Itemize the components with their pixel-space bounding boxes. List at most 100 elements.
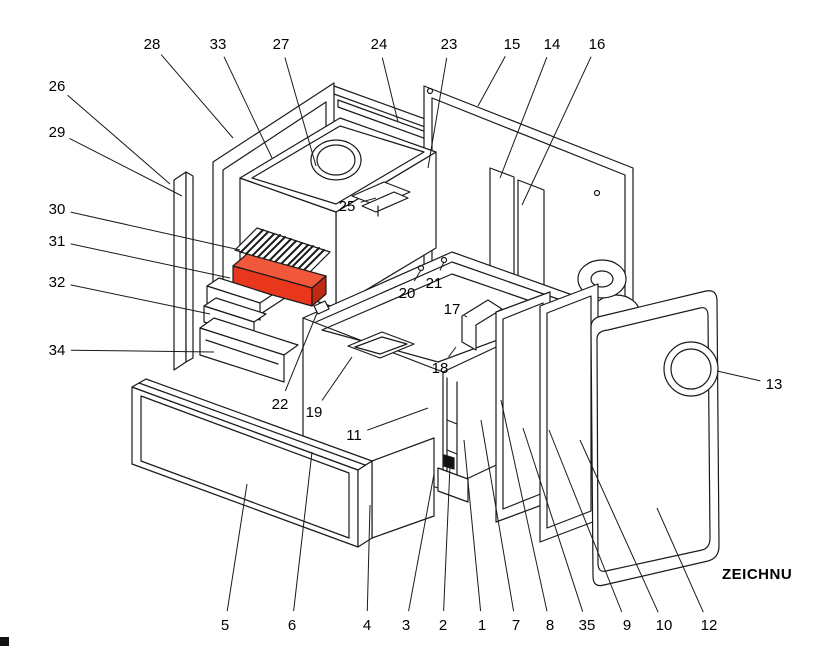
leader-line-part-31 [70, 243, 231, 279]
part-label-15: 15 [504, 36, 521, 53]
leader-line-part-10 [579, 439, 659, 613]
page-corner-mark [0, 637, 9, 646]
part-label-29: 29 [49, 124, 66, 141]
part-label-18: 18 [432, 360, 449, 377]
leader-line-part-13 [716, 370, 761, 382]
floor-unit-inner [354, 336, 408, 355]
leader-line-part-8 [500, 399, 548, 612]
part-label-33: 33 [210, 36, 227, 53]
door-knob-inner [670, 348, 712, 390]
part-label-4: 4 [363, 617, 371, 634]
small-drawer-line [205, 339, 279, 365]
hotplate-hole-outer [310, 139, 362, 181]
leader-line-part-26 [67, 94, 171, 185]
leader-line-part-30 [70, 211, 241, 251]
leader-line-part-17 [464, 315, 468, 318]
leader-line-part-2 [443, 465, 451, 612]
seal-strip-side [185, 171, 194, 363]
part-label-20: 20 [399, 285, 416, 302]
part-label-25: 25 [339, 198, 356, 215]
latch-block [443, 454, 455, 470]
part-label-9: 9 [623, 617, 631, 634]
leader-line-part-23 [427, 57, 448, 169]
part-label-26: 26 [49, 78, 66, 95]
part-label-5: 5 [221, 617, 229, 634]
part-label-21: 21 [426, 275, 443, 292]
part-label-14: 14 [544, 36, 561, 53]
leader-line-part-9 [548, 429, 623, 613]
air-lever [313, 300, 330, 315]
leader-line-part-7 [480, 419, 515, 612]
seal-strip-front [173, 171, 187, 371]
leader-line-part-15 [477, 56, 506, 107]
leader-line-part-35 [522, 427, 584, 612]
small-drawer-front [199, 327, 285, 383]
drawing-title: ZEICHNU [722, 566, 792, 583]
leader-line-part-25 [360, 197, 377, 203]
part-label-1: 1 [478, 617, 486, 634]
part-label-16: 16 [589, 36, 606, 53]
part-label-17: 17 [444, 301, 461, 318]
base-foot [437, 467, 469, 503]
part-label-7: 7 [512, 617, 520, 634]
part-label-27: 27 [273, 36, 290, 53]
door-panel [590, 290, 720, 587]
part-label-30: 30 [49, 201, 66, 218]
drawer-end-cap [357, 460, 373, 548]
part-label-3: 3 [402, 617, 410, 634]
leader-line-part-14 [499, 56, 548, 179]
drawer-rail-line [138, 382, 366, 466]
part-label-31: 31 [49, 233, 66, 250]
middle-back-frame [546, 295, 592, 529]
drawer-front-frame [140, 395, 350, 539]
leader-line-part-29 [69, 137, 183, 197]
door-knob [663, 341, 719, 397]
door-window-frame [596, 307, 711, 572]
floor-unit-outer [347, 331, 415, 359]
leader-line-part-1 [463, 439, 482, 612]
part-label-2: 2 [439, 617, 447, 634]
leader-line-part-27 [284, 57, 317, 167]
leader-line-part-21 [439, 261, 445, 271]
part-label-10: 10 [656, 617, 673, 634]
hotplate-hole-inner [316, 144, 356, 176]
leader-line-part-32 [70, 284, 211, 315]
leader-line-part-33 [223, 56, 273, 159]
leader-line-part-19 [321, 356, 353, 401]
part-label-28: 28 [144, 36, 161, 53]
part-label-12: 12 [701, 617, 718, 634]
part-label-24: 24 [371, 36, 388, 53]
leader-line-part-4 [366, 504, 371, 612]
screw-icon [593, 189, 601, 197]
part-label-32: 32 [49, 274, 66, 291]
leader-line-part-18 [448, 346, 457, 358]
part-label-11: 11 [346, 427, 362, 444]
screw-icon [426, 87, 434, 95]
part-label-6: 6 [288, 617, 296, 634]
leader-line-part-24 [381, 57, 399, 123]
drawing-layer [0, 82, 720, 646]
part-label-34: 34 [49, 342, 66, 359]
body-rim-inner [315, 261, 579, 323]
grate-bars [240, 229, 325, 273]
part-label-22: 22 [272, 396, 289, 413]
leader-line-part-3 [408, 473, 435, 612]
part-label-23: 23 [441, 36, 458, 53]
leader-line-part-5 [226, 483, 248, 612]
leader-line-part-20 [413, 269, 422, 282]
middle-back-panel [539, 283, 599, 543]
leader-line-part-6 [293, 451, 313, 612]
flue-collar-hole [590, 270, 614, 288]
leader-line-part-22 [284, 312, 318, 392]
leader-line-part-12 [656, 507, 704, 613]
leader-line-part-28 [160, 54, 234, 139]
part-label-8: 8 [546, 617, 554, 634]
part-label-19: 19 [306, 404, 323, 421]
leader-line-part-16 [521, 56, 592, 206]
highlight-part-side [311, 275, 327, 307]
flue-baffle-lower [361, 191, 409, 213]
air-deflector-bracket [461, 299, 503, 351]
